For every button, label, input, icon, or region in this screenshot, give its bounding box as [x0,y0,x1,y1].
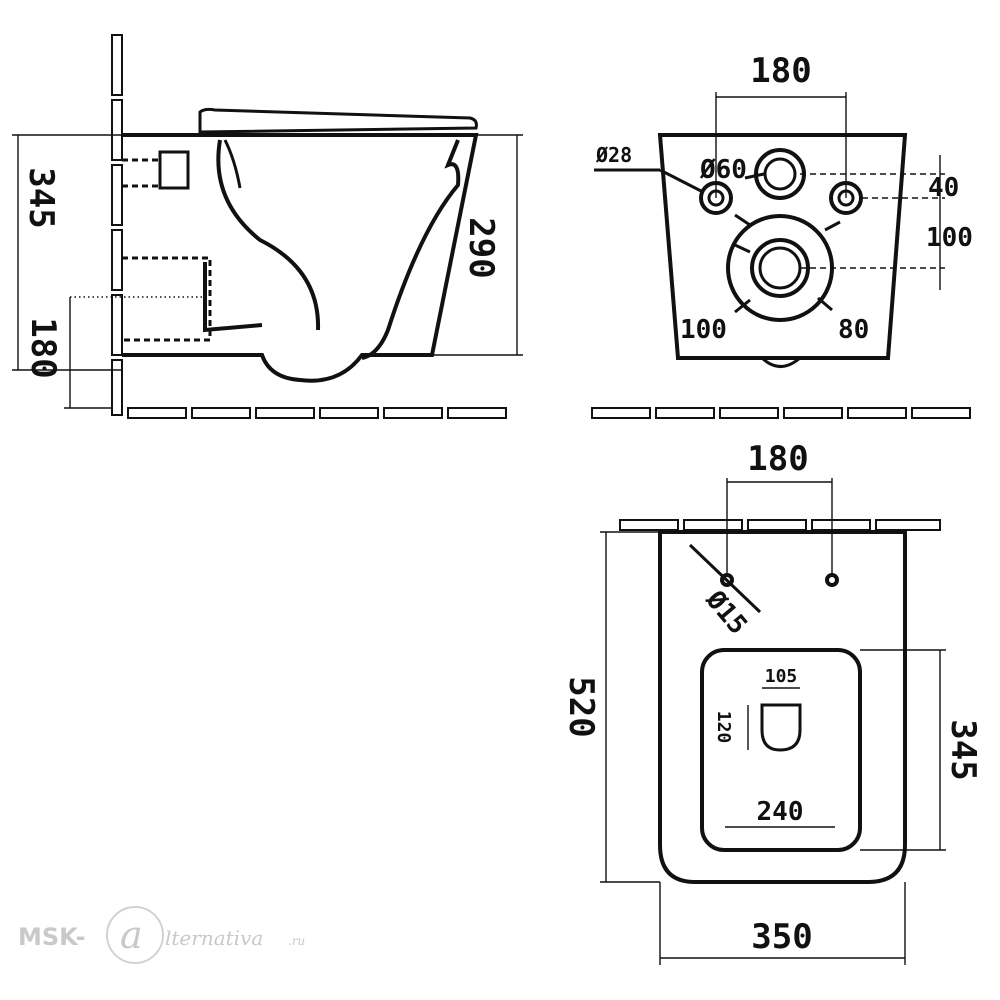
watermark-left: MSK- [18,923,86,951]
outlet-pipe [122,256,212,342]
rear-foot [760,356,801,368]
dim-top-bolt-spacing: 180 [747,439,808,479]
bowl-front-curve [361,139,461,360]
watermark: MSK- a lternativa .ru [18,906,305,964]
dim-top-width: 350 [751,917,812,957]
dim-top-hole-width: 105 [765,666,798,687]
rear-outline [657,133,908,360]
top-outline [658,530,907,884]
dim-top-rim-depth: 345 [943,719,983,780]
dim-rear-offset-outlet: 100 [926,223,973,253]
dim-side-height-bowl: 290 [461,217,501,278]
dim-rear-offset-inlet: 40 [928,173,959,203]
rear-view: 180 Ø28 Ø60 40 100 100 80 [591,51,973,419]
rear-dimensions [715,92,945,290]
dim-rear-outlet-left: 100 [680,315,727,345]
side-wall [111,34,123,416]
outlet-fitting [203,262,263,333]
side-floor-tiles [127,407,507,419]
dim-top-dia-bolt: Ø15 [699,584,753,640]
side-view: 345 180 290 [12,34,523,419]
watermark-tld: .ru [288,934,305,948]
top-rim [700,648,862,852]
dim-rear-outlet-right: 80 [838,315,869,345]
inlet-pipe [122,158,160,188]
bowl-outline [122,133,479,383]
dim-top-depth: 520 [561,676,601,737]
dim-rear-bolt-spacing: 180 [750,51,811,91]
top-view: 180 Ø15 520 345 105 120 240 350 [561,439,983,965]
seat-lid [198,107,478,134]
top-bolt-leader [688,543,762,614]
top-wall-tiles [619,519,941,531]
watermark-right: lternativa [165,926,263,950]
top-dimensions [600,478,946,965]
top-drain-hole [760,703,802,752]
dim-top-inner-width: 240 [757,797,804,827]
bowl-inner-curve [216,139,321,331]
dim-side-height-total: 345 [21,167,61,228]
flush-channel [223,139,242,189]
watermark-mark: a [120,913,143,957]
side-dimensions [12,134,523,409]
outlet-hole-inner [750,238,810,298]
dim-rear-dia-small: Ø28 [595,143,632,167]
rear-floor-tiles [591,407,971,419]
dim-rear-dia-inlet: Ø60 [699,155,747,185]
dim-top-hole-depth: 120 [713,711,734,744]
inlet-fitting [158,150,190,190]
rear-leaders [594,168,841,314]
dim-side-height-outlet: 180 [23,317,63,378]
